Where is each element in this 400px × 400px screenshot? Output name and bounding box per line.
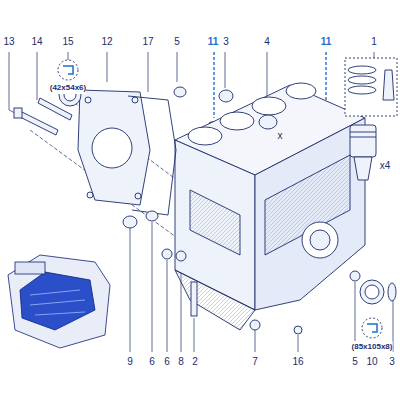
callout-number: 2 [192, 356, 198, 368]
dimension-label: (85x105x8) [352, 341, 393, 353]
callout-number: 6 [164, 356, 170, 368]
callout-number: x [278, 130, 283, 142]
callout-number: 12 [101, 36, 112, 48]
callout-number: 3 [223, 36, 229, 48]
callout-number: 16 [292, 356, 303, 368]
callout-number: 1 [371, 36, 377, 48]
callout-number: 8 [178, 356, 184, 368]
callout-number: 10 [366, 356, 377, 368]
callout-number: 14 [31, 36, 42, 48]
callout-number: x4 [380, 160, 391, 172]
callout-number: 4 [264, 36, 270, 48]
dimension-label: (42x54x6) [50, 82, 86, 94]
callout-number: 11 [208, 36, 219, 48]
callout-number: 17 [142, 36, 153, 48]
callout-number: 9 [127, 356, 133, 368]
callout-number: 3 [389, 356, 395, 368]
callout-number: 5 [174, 36, 180, 48]
callout-number: 15 [62, 36, 73, 48]
callout-number: 5 [352, 356, 358, 368]
callout-number: 7 [252, 356, 258, 368]
callout-number: 11 [321, 36, 332, 48]
callout-number: 6 [149, 356, 155, 368]
callout-number: 13 [3, 36, 14, 48]
